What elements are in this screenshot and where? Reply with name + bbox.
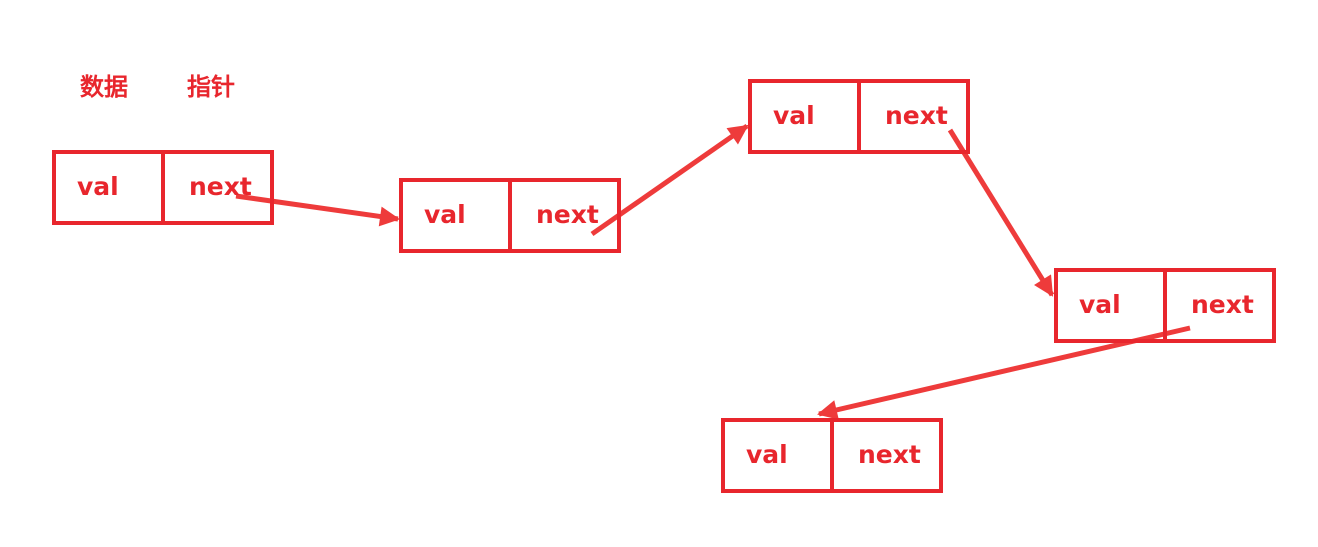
arrows [235, 123, 1191, 420]
arrow-node3-to-node4 [947, 128, 1055, 297]
node-val-label: val [1079, 290, 1121, 319]
legend-pointer-label: 指针 [187, 73, 235, 101]
list-node-2: val next [399, 178, 621, 253]
node-next-label: next [858, 440, 921, 469]
node-val-label: val [77, 172, 119, 201]
list-node-1: val next [52, 150, 274, 225]
legend-data-label: 数据 [80, 73, 128, 101]
list-node-4: val next [1054, 268, 1276, 343]
node-next-label: next [885, 101, 948, 130]
list-node-3: val next [748, 79, 970, 154]
node-next-label: next [536, 200, 599, 229]
node-next-label: next [1191, 290, 1254, 319]
node-val-label: val [746, 440, 788, 469]
node-val-label: val [424, 200, 466, 229]
list-node-5: val next [721, 418, 943, 493]
arrow-node1-to-node2 [235, 193, 400, 227]
node-next-label: next [189, 172, 252, 201]
node-val-label: val [773, 101, 815, 130]
